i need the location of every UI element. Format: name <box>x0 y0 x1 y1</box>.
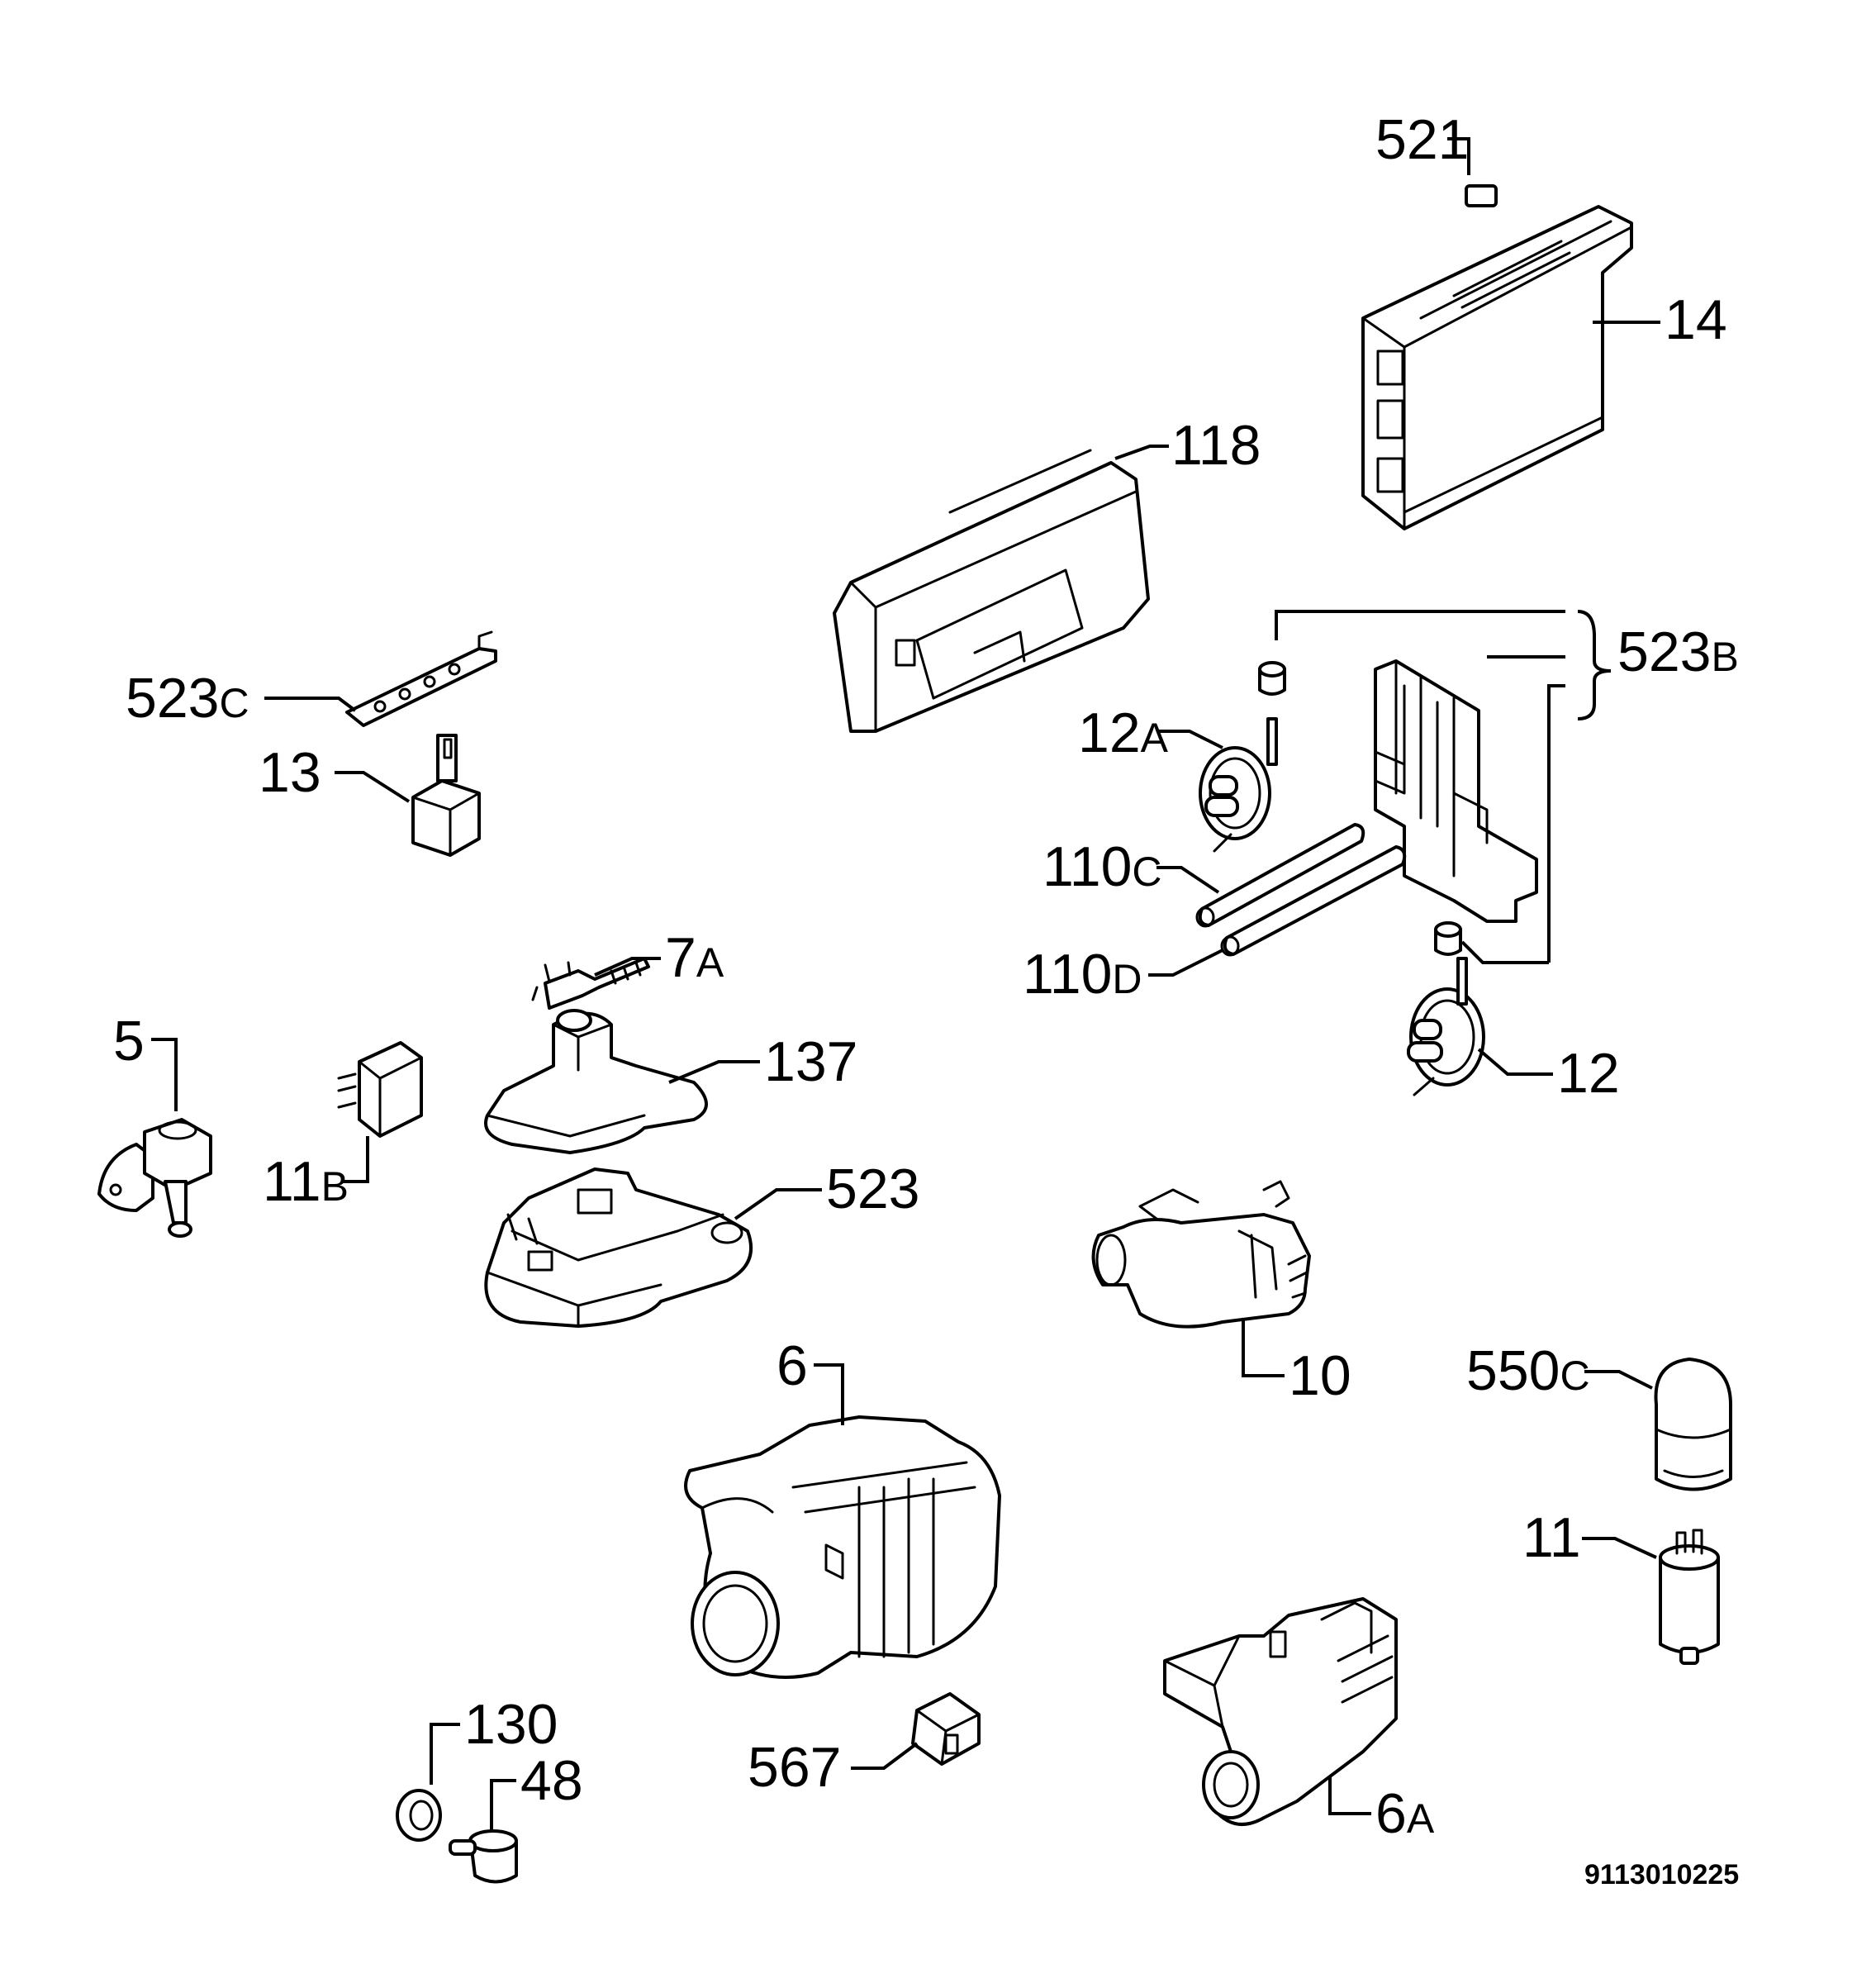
label-110c: 110C <box>1042 835 1162 898</box>
label-12a-number: 12 <box>1078 701 1141 764</box>
label-523c-suffix: C <box>219 680 249 726</box>
part-521-key <box>1465 184 1498 207</box>
label-137: 137 <box>764 1030 857 1093</box>
part-13-switch <box>411 734 481 857</box>
label-11: 11 <box>1522 1506 1581 1569</box>
part-10-heater-pipe <box>1091 1180 1311 1329</box>
label-7a-suffix: A <box>696 939 724 986</box>
part-11b-relay <box>337 1041 423 1138</box>
label-550c: 550C <box>1466 1339 1590 1402</box>
label-10: 10 <box>1289 1344 1351 1407</box>
label-12a-suffix: A <box>1141 715 1169 761</box>
label-13: 13 <box>259 741 321 804</box>
label-12: 12 <box>1557 1042 1620 1105</box>
label-523: 523 <box>826 1158 919 1220</box>
label-550c-suffix: C <box>1560 1353 1589 1399</box>
part-11-capacitor <box>1659 1529 1720 1665</box>
part-6a-drain-pump <box>1163 1597 1398 1826</box>
part-14-electronic-module <box>1361 205 1633 530</box>
label-110d-number: 110 <box>1023 943 1112 1006</box>
part-550c-cap <box>1654 1358 1732 1491</box>
label-550c-number: 550 <box>1466 1339 1560 1402</box>
part-6-circulation-pump <box>684 1415 1001 1679</box>
label-521: 521 <box>1375 108 1469 171</box>
label-11b-suffix: B <box>321 1163 349 1210</box>
label-11b: 11B <box>263 1150 349 1213</box>
label-6: 6 <box>777 1334 808 1397</box>
label-110c-number: 110 <box>1042 835 1132 898</box>
label-6a: 6A <box>1375 1782 1435 1845</box>
part-110d-tube <box>1220 845 1407 957</box>
part-110c-tube <box>1195 823 1365 928</box>
label-110c-suffix: C <box>1132 849 1161 895</box>
part-12a-pressure-switch <box>1199 717 1278 853</box>
label-7a-number: 7 <box>665 926 696 989</box>
part-137-cover <box>484 1009 708 1154</box>
label-523b-suffix: B <box>1711 634 1738 680</box>
part-523b-plug-upper <box>1258 661 1286 696</box>
label-523c: 523C <box>126 667 249 730</box>
diagram-code: 9113010225 <box>1584 1859 1739 1890</box>
label-12a: 12A <box>1078 701 1169 764</box>
part-523-base <box>484 1167 753 1328</box>
label-118: 118 <box>1171 414 1261 477</box>
part-118-panel <box>833 449 1150 733</box>
label-48: 48 <box>520 1749 583 1812</box>
label-6a-number: 6 <box>1375 1782 1407 1845</box>
part-5-inlet-valve <box>97 1118 212 1238</box>
part-523b-support-frame <box>1374 659 1538 923</box>
label-110d: 110D <box>1023 943 1142 1006</box>
part-523c-bracket <box>345 630 497 727</box>
part-523b-plug-lower <box>1434 921 1462 956</box>
label-7a: 7A <box>665 926 724 989</box>
part-7a-sensor <box>531 957 650 1010</box>
label-5: 5 <box>113 1010 145 1072</box>
label-523b-number: 523 <box>1617 621 1711 683</box>
label-14: 14 <box>1665 288 1727 351</box>
label-523c-number: 523 <box>126 667 219 730</box>
part-12-pressure-switch <box>1407 957 1485 1096</box>
label-130: 130 <box>464 1693 558 1756</box>
part-48-plug <box>449 1829 518 1884</box>
label-523b: 523B <box>1617 621 1739 683</box>
part-567-clip <box>911 1692 981 1766</box>
label-6a-suffix: A <box>1407 1795 1435 1842</box>
label-567: 567 <box>748 1736 841 1799</box>
part-130-washer <box>396 1789 442 1842</box>
label-11b-number: 11 <box>263 1150 321 1213</box>
label-110d-suffix: D <box>1112 956 1142 1002</box>
